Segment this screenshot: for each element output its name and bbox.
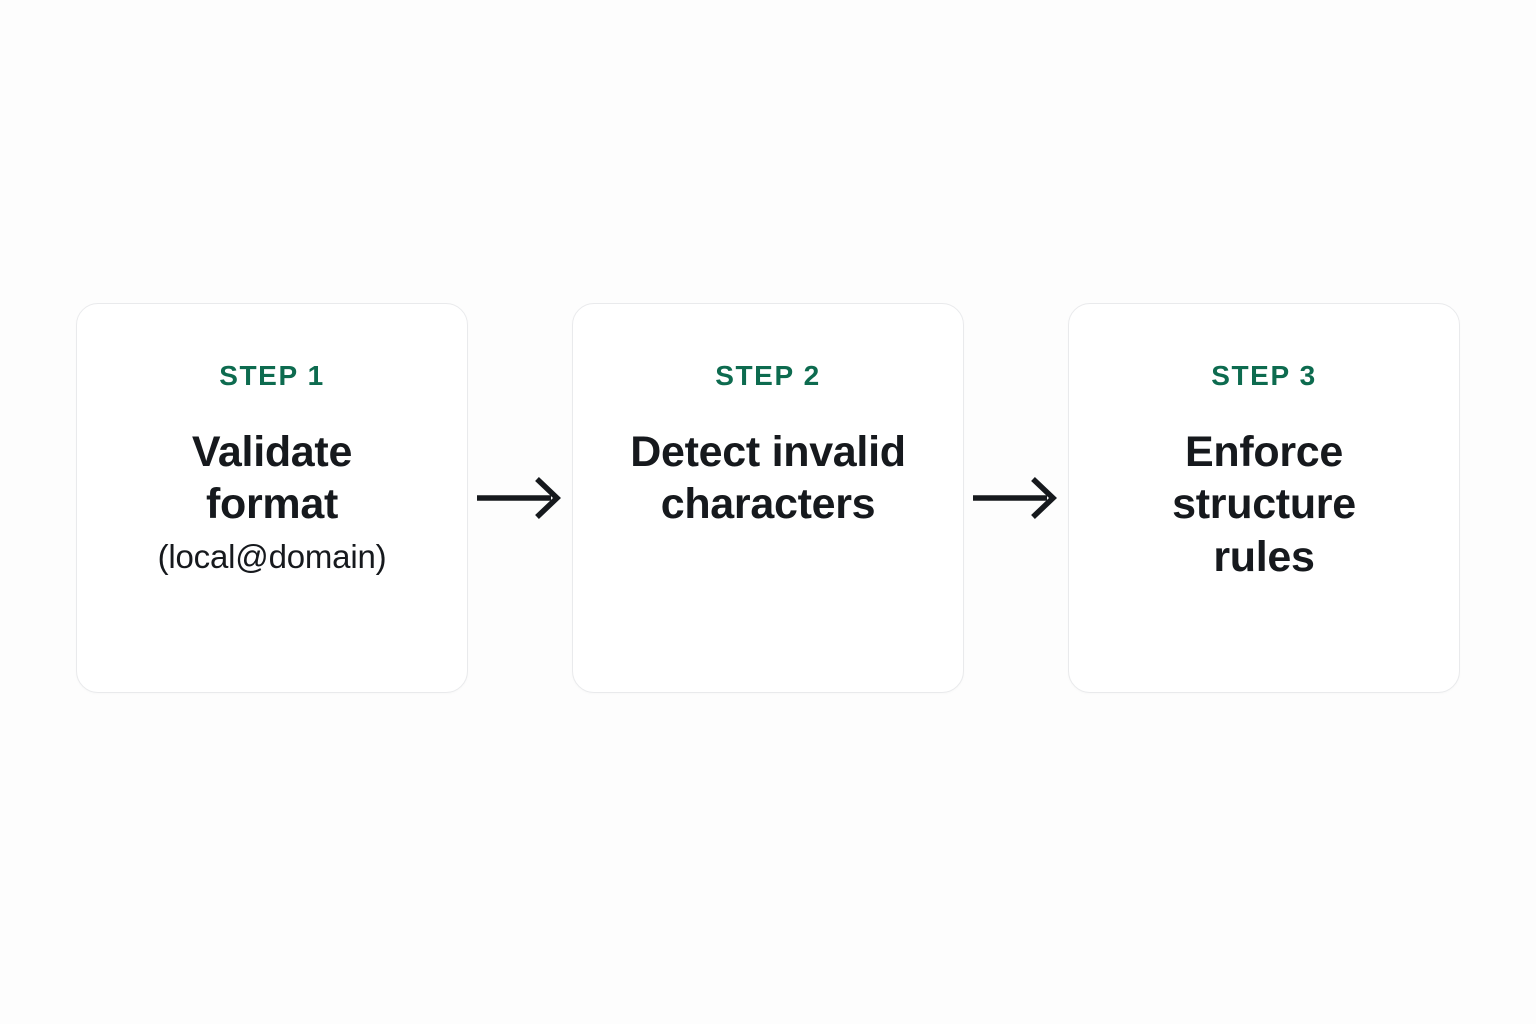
step-1-subtitle: (local@domain) — [157, 537, 387, 575]
step-2-eyebrow-label: STEP 2 — [715, 360, 821, 391]
step-1-title: Validate format — [191, 428, 353, 529]
step-2-title: Detect invalid characters — [630, 428, 906, 529]
step-card-3: STEP 3 Enforce structure rules — [1068, 303, 1460, 693]
step-1-eyebrow-label: STEP 1 — [219, 360, 325, 391]
arrow-right-icon — [477, 476, 563, 520]
connector-2 — [965, 303, 1068, 693]
step-3-title: Enforce structure rules — [1172, 428, 1356, 581]
arrow-right-icon — [973, 476, 1059, 520]
connector-1 — [469, 303, 572, 693]
step-card-1: STEP 1 Validate format (local@domain) — [76, 303, 468, 693]
step-card-2: STEP 2 Detect invalid characters — [572, 303, 964, 693]
step-3-eyebrow-label: STEP 3 — [1211, 360, 1317, 391]
step-sequence: STEP 1 Validate format (local@domain) ST… — [76, 303, 1460, 693]
